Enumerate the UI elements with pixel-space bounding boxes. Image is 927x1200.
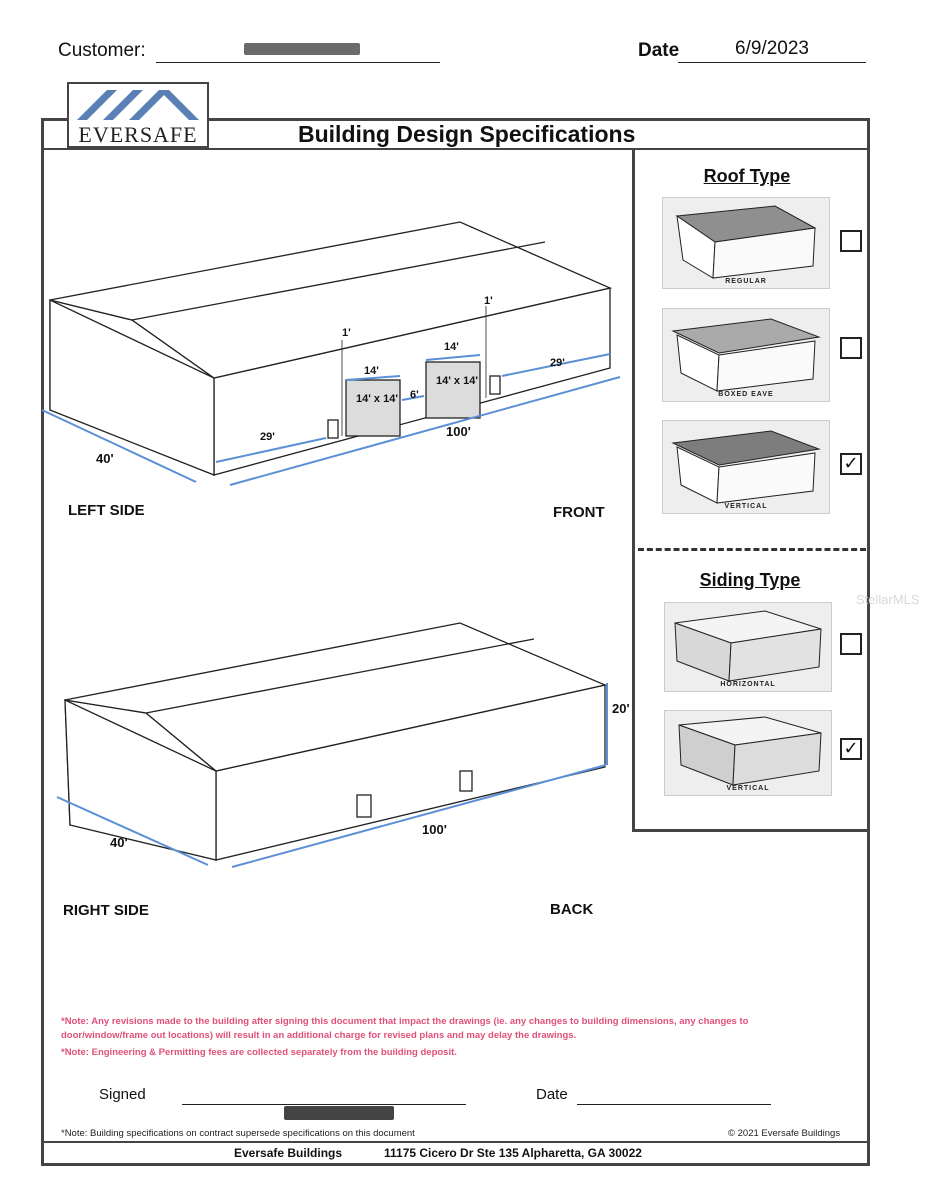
- fees-note: *Note: Engineering & Permitting fees are…: [61, 1047, 457, 1058]
- copyright: © 2021 Eversafe Buildings: [728, 1128, 841, 1139]
- roof: [49, 221, 613, 379]
- signature-redaction: [284, 1106, 394, 1120]
- dim-length: 100': [446, 424, 471, 439]
- customer-redaction: [244, 43, 360, 55]
- back-dim-width: 40': [110, 835, 128, 850]
- roof-vertical-caption: VERTICAL: [724, 503, 768, 510]
- siding-horizontal-image: HORIZONTAL: [664, 602, 832, 692]
- signature-date-label: Date: [536, 1086, 568, 1103]
- back-dim-height: 20': [612, 701, 630, 716]
- dim-right-offset-line: [501, 353, 611, 377]
- walk-door-left: [327, 419, 339, 439]
- siding-vertical-checkbox[interactable]: ✓: [840, 738, 862, 760]
- label-front: FRONT: [553, 504, 605, 521]
- signature-field[interactable]: [182, 1104, 466, 1105]
- dim-width: 40': [96, 451, 114, 466]
- label-right-side: RIGHT SIDE: [63, 902, 149, 919]
- check-mark-icon: ✓: [843, 738, 859, 759]
- eversafe-logo: EVERSAFE: [67, 82, 209, 148]
- footer-company: Eversafe Buildings: [234, 1146, 343, 1160]
- dim-gap: 6': [410, 389, 419, 401]
- roof-vertical-checkbox[interactable]: ✓: [840, 453, 862, 475]
- title-divider: [44, 148, 867, 150]
- roof-regular-image: REGULAR: [662, 197, 830, 289]
- back-roof: [64, 622, 608, 772]
- date-label: Date: [638, 40, 680, 61]
- watermark: StellarMLS: [856, 592, 920, 607]
- logo-roof-icon: [77, 90, 199, 120]
- dim-door-width-left: 14': [364, 365, 379, 377]
- signature-date-field[interactable]: [577, 1104, 771, 1105]
- revision-note: *Note: Any revisions made to the buildin…: [61, 1016, 749, 1041]
- siding-vertical-image: VERTICAL: [664, 710, 832, 796]
- page-title: Building Design Specifications: [298, 121, 636, 147]
- dim-left-offset: 29': [260, 431, 275, 443]
- roof-regular-caption: REGULAR: [725, 278, 767, 285]
- label-back: BACK: [550, 901, 594, 918]
- date-value: 6/9/2023: [735, 38, 809, 59]
- dim-overhang-right: 1': [484, 295, 493, 307]
- front-left-drawing: 1' 1' 14' 14' 14' x 14' 14' x 14' 6' 29'…: [41, 221, 621, 486]
- siding-type-title: Siding Type: [699, 570, 801, 590]
- logo-text: EVERSAFE: [78, 122, 198, 147]
- dim-width-line: [41, 409, 197, 483]
- roof-type-title: Roof Type: [703, 166, 791, 186]
- roof-vertical-image: VERTICAL: [662, 420, 830, 514]
- siding-vertical-caption: VERTICAL: [726, 785, 770, 792]
- dim-right-offset: 29': [550, 357, 565, 369]
- panel-divider: [638, 548, 866, 551]
- footer-address: 11175 Cicero Dr Ste 135 Alpharetta, GA 3…: [384, 1146, 642, 1160]
- siding-horizontal-caption: HORIZONTAL: [720, 681, 776, 688]
- customer-field[interactable]: [156, 62, 440, 63]
- signed-label: Signed: [99, 1086, 146, 1103]
- dim-door-size-right: 14' x 14': [436, 375, 478, 387]
- back-dim-width-line: [56, 796, 209, 866]
- dim-length-line: [229, 376, 621, 486]
- siding-horizontal-checkbox[interactable]: [840, 633, 862, 655]
- dim-gap-line: [401, 395, 425, 401]
- dim-left-offset-line: [215, 437, 327, 463]
- roof-boxed-eave-caption: BOXED EAVE: [718, 391, 774, 398]
- customer-label: Customer:: [58, 40, 146, 61]
- label-left-side: LEFT SIDE: [68, 502, 145, 519]
- back-right-drawing: 20' 100' 40': [56, 622, 630, 868]
- walk-door-right: [489, 375, 501, 395]
- footer-divider: [44, 1141, 867, 1143]
- dim-overhang-left: 1': [342, 327, 351, 339]
- roof-regular-checkbox[interactable]: [840, 230, 862, 252]
- back-walk-door-right: [459, 770, 473, 792]
- dim-door-width-right: 14': [444, 341, 459, 353]
- options-panel: [632, 150, 868, 832]
- back-walk-door-left: [356, 794, 372, 818]
- back-dim-length: 100': [422, 822, 447, 837]
- roof-boxed-eave-image: BOXED EAVE: [662, 308, 830, 402]
- contract-note: *Note: Building specifications on contra…: [61, 1128, 415, 1139]
- overhead-door-left: [345, 379, 401, 437]
- back-dim-length-line: [231, 764, 607, 868]
- dim-door-size-left: 14' x 14': [356, 393, 398, 405]
- date-field[interactable]: [678, 62, 866, 63]
- main-frame: [41, 118, 870, 1166]
- check-mark-icon: ✓: [843, 453, 859, 474]
- roof-boxed-eave-checkbox[interactable]: [840, 337, 862, 359]
- overhead-door-right: [425, 361, 481, 419]
